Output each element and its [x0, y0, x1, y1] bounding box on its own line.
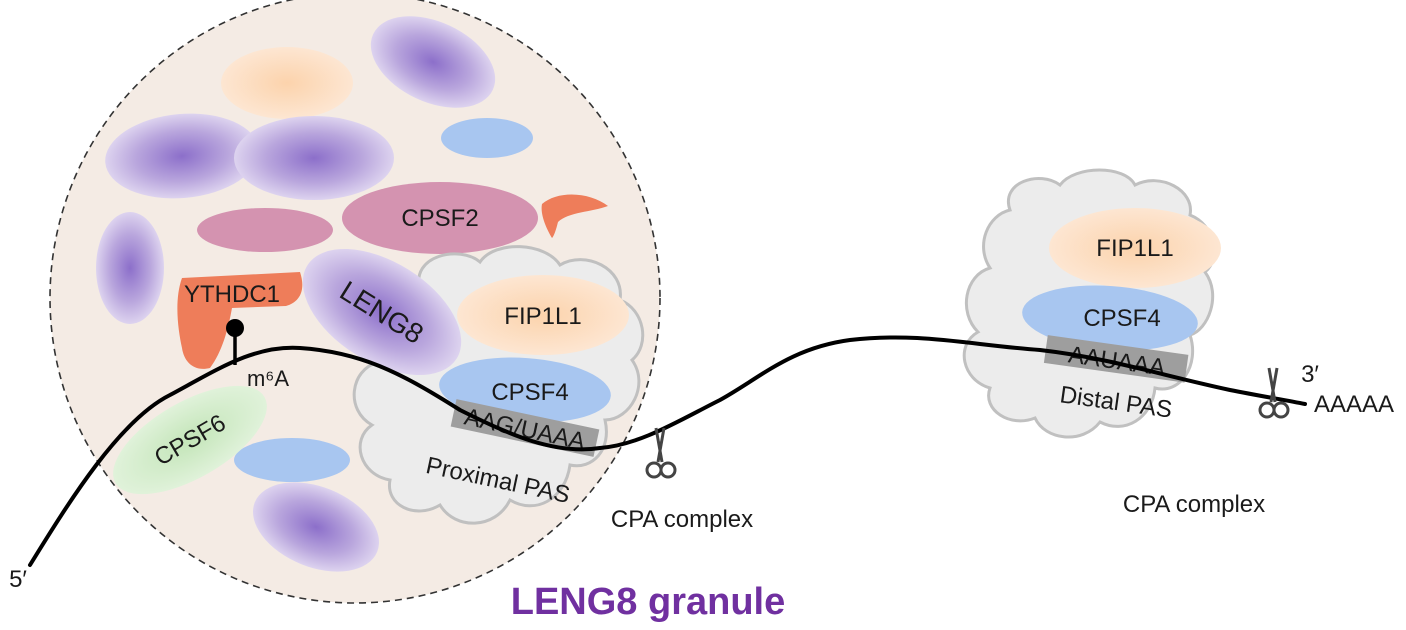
- distal-cpa-complex-label: CPA complex: [1123, 491, 1265, 518]
- leng8-protein: [302, 248, 462, 376]
- granule-title: LENG8 granule: [511, 581, 786, 623]
- cpsf2-label: CPSF2: [401, 205, 478, 232]
- orange-fragment: [541, 194, 608, 238]
- proximal-cpsf4-label: CPSF4: [491, 379, 568, 406]
- distal-fip1l1: [1049, 208, 1221, 288]
- proximal-fip1l1-label: FIP1L1: [504, 303, 581, 330]
- proximal-pas-box: [450, 399, 600, 457]
- granule-contents: [96, 16, 533, 572]
- cpsf2-protein: [342, 182, 538, 254]
- purple-blob: [252, 482, 380, 572]
- scissors-icon: [645, 427, 677, 479]
- poly-a-label: AAAAA: [1314, 391, 1394, 418]
- distal-cpsf4-label: CPSF4: [1083, 305, 1160, 332]
- rna-strand: [28, 335, 1307, 567]
- proximal-cpa-complex-label: CPA complex: [611, 506, 753, 533]
- scissors-icon: [1258, 367, 1290, 419]
- purple-blob: [234, 116, 394, 200]
- peach-blob: [221, 47, 353, 119]
- purple-blob: [105, 113, 259, 199]
- pink-blob: [197, 208, 333, 252]
- blue-blob: [234, 438, 350, 482]
- three-prime-label: 3′: [1301, 361, 1319, 388]
- distal-cpsf4: [1022, 285, 1198, 351]
- m6a-label: m⁶A: [247, 366, 289, 391]
- distal-fip1l1-label: FIP1L1: [1096, 235, 1173, 262]
- five-prime-label: 5′: [9, 566, 27, 593]
- purple-blob: [370, 16, 496, 108]
- cpsf6-protein: [113, 385, 267, 495]
- purple-blob: [96, 212, 164, 324]
- m6a-dot: [226, 319, 244, 337]
- ythdc1-protein: [177, 272, 303, 369]
- blue-blob: [441, 118, 533, 158]
- proximal-fip1l1: [457, 275, 629, 355]
- ythdc1-label: YTHDC1: [184, 281, 280, 308]
